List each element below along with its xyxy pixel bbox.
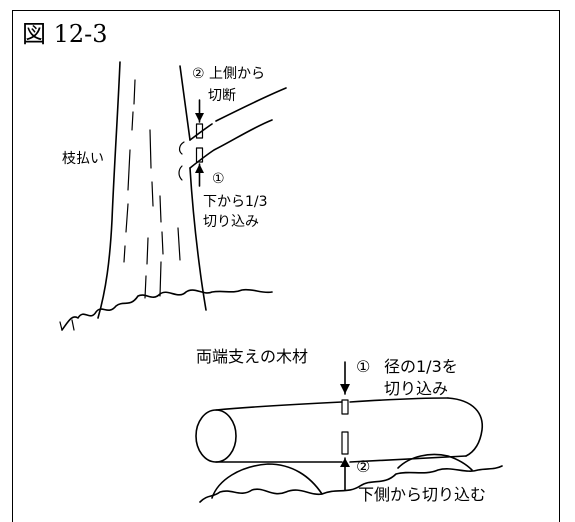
- left-support-mound: [211, 463, 323, 499]
- upper-step1-line2: 切り込み: [203, 214, 259, 230]
- bark-line-4: [144, 237, 149, 299]
- log-top-cut-slit: [341, 399, 349, 415]
- upper-step1-arrow: [195, 163, 204, 187]
- tree-illustration: [59, 61, 287, 331]
- lower-step1-arrow: [340, 361, 350, 395]
- log-ground-line: [199, 465, 503, 503]
- log-right-end: [447, 397, 483, 457]
- top-cut-slit: [195, 123, 204, 139]
- lower-step1-marker: ①: [356, 357, 370, 376]
- branch-pruning-label: 枝払い: [62, 151, 104, 167]
- lower-step2-line1: 下側から切り込む: [358, 485, 486, 504]
- trunk-left-edge: [97, 61, 121, 319]
- log-illustration: [195, 397, 503, 503]
- log-bottom-cut-slit: [341, 431, 349, 455]
- lower-step1-line1: 径の1/3を: [384, 357, 458, 376]
- trunk-right-edge-lower: [189, 167, 207, 311]
- upper-step2-line1: ② 上側から: [192, 66, 265, 82]
- upper-step1-line1: 下から1/3: [203, 194, 268, 210]
- bark-line-1: [123, 79, 136, 263]
- figure-frame: [12, 10, 560, 522]
- grass-tufts: [59, 319, 75, 331]
- upper-step1-marker: ①: [212, 171, 225, 187]
- bark-line-5: [177, 227, 181, 261]
- support-label: 両端支えの木材: [196, 347, 308, 366]
- bottom-cut-slit: [195, 147, 204, 163]
- figure-title: 図 12-3: [22, 20, 108, 48]
- trunk-right-edge-upper: [179, 65, 191, 141]
- log-end-cap: [195, 409, 237, 463]
- lower-step2-marker: ②: [356, 457, 370, 476]
- branch-collar-upper: [178, 141, 185, 155]
- upper-step2-line2: 切断: [208, 88, 236, 104]
- log-top-edge-right: [349, 397, 449, 403]
- branch-upper-edge-near: [189, 123, 213, 141]
- lower-step1-line2: 切り込み: [384, 379, 448, 398]
- branch-upper-edge-far: [215, 87, 287, 122]
- bark-line-3: [159, 195, 164, 297]
- ground-line: [61, 288, 273, 331]
- lower-step2-arrow: [340, 457, 350, 491]
- bark-line-2: [149, 129, 154, 207]
- log-top-edge-left: [215, 401, 343, 411]
- upper-step2-arrow: [195, 99, 204, 123]
- log-bottom-edge-right: [349, 455, 467, 463]
- branch-lower-edge: [189, 119, 273, 169]
- branch-collar-lower: [178, 165, 183, 181]
- right-support-mound: [397, 453, 473, 471]
